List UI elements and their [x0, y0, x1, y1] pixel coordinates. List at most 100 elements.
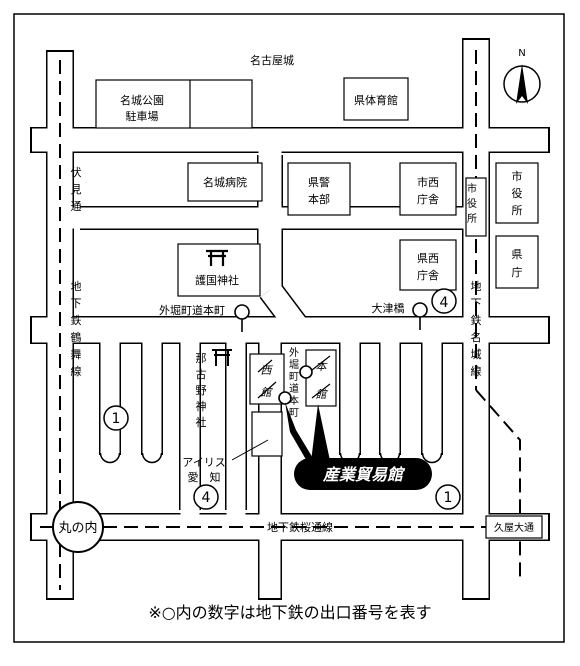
pin-otsubashi — [412, 302, 428, 318]
iris-block — [251, 411, 283, 457]
svg-text:見: 見 — [71, 183, 82, 196]
marunouchi-station — [52, 501, 104, 553]
label-shiyakusho-1: 市 — [467, 182, 477, 195]
compass-needle — [516, 64, 528, 104]
label-pref-office-2: 庁 — [512, 265, 523, 279]
label-pref-west-2: 庁舎 — [417, 268, 439, 282]
shrine-block — [177, 243, 261, 297]
svg-text:鉄: 鉄 — [71, 313, 82, 327]
label-naka-2: 館 — [261, 386, 274, 399]
label-pref-office-1: 県 — [512, 248, 523, 261]
exit-4a-label: 4 — [440, 295, 449, 311]
label-hisaya: 久屋大通 — [494, 521, 534, 534]
label-naka-1: 西 — [261, 364, 274, 377]
svg-text:野: 野 — [196, 384, 207, 397]
svg-text:城: 城 — [471, 348, 482, 361]
label-sakuradori: 地下鉄桜通線 — [267, 520, 333, 534]
shrine-icon-2 — [212, 349, 232, 366]
svg-text:鶴: 鶴 — [71, 330, 82, 344]
pref-office-block — [495, 235, 539, 289]
label-parking-2: 駐車場 — [126, 109, 159, 123]
exit-1b-label: 1 — [444, 490, 453, 506]
svg-text:下: 下 — [471, 297, 482, 310]
exit-1a-label: 1 — [112, 411, 121, 427]
left-road-label: 伏 見 通 — [71, 165, 82, 213]
svg-text:外: 外 — [289, 347, 299, 359]
svg-text:地: 地 — [471, 280, 482, 293]
label-nagoya-castle: 名古屋城 — [250, 53, 294, 67]
label-city-hall-2: 役 — [512, 186, 523, 200]
police-block — [287, 162, 351, 216]
svg-text:那: 那 — [196, 352, 207, 365]
naka-block — [249, 353, 285, 405]
label-city-hall-1: 市 — [512, 169, 523, 183]
label-iris-2: 愛 知 — [188, 470, 221, 484]
label-city-west-2: 庁舎 — [417, 192, 439, 206]
shrine-icon — [206, 249, 228, 266]
exit-4b-label: 4 — [202, 490, 211, 506]
label-police-2: 本部 — [308, 192, 330, 206]
label-hospital: 名城病院 — [203, 175, 247, 189]
map-caption: ※○内の数字は地下鉄の出口番号を表す — [148, 603, 431, 622]
station-pins — [234, 302, 428, 405]
nagono-shrine-label: 那 古 野 神 社 — [196, 352, 207, 429]
svg-text:通: 通 — [71, 200, 82, 213]
label-otsubashi-station: 大津橋 — [372, 301, 405, 315]
city-hall-block — [495, 162, 539, 224]
pin-vertical — [299, 365, 313, 379]
svg-text:名: 名 — [471, 330, 482, 344]
label-higashi-1: 本 — [316, 360, 329, 373]
svg-text:神: 神 — [196, 399, 207, 413]
svg-text:古: 古 — [196, 368, 207, 381]
pin-sotobori — [234, 304, 250, 320]
label-shiyakusho-3: 所 — [467, 213, 477, 225]
destination-label: 産業貿易館 — [322, 465, 406, 484]
right-subway-label: 地 下 鉄 名 城 線 — [471, 280, 482, 378]
gym-block — [343, 77, 409, 121]
svg-text:堀: 堀 — [289, 359, 299, 371]
svg-text:下: 下 — [71, 297, 82, 310]
svg-text:地: 地 — [71, 280, 82, 293]
svg-text:町: 町 — [289, 408, 299, 419]
pointer-shape-2 — [310, 404, 332, 470]
destination-badge — [294, 458, 432, 490]
label-pref-west-1: 県西 — [417, 252, 439, 265]
pref-west-block — [399, 239, 457, 291]
label-iris-1: アイリス — [182, 456, 225, 469]
svg-text:町: 町 — [289, 372, 299, 383]
exit-markers — [103, 288, 461, 510]
svg-text:社: 社 — [196, 415, 207, 429]
label-city-west-1: 市西 — [417, 175, 439, 189]
label-higashi-2: 館 — [316, 388, 329, 401]
label-gym: 県体育館 — [354, 93, 398, 107]
svg-text:線: 線 — [471, 364, 482, 378]
hatch-marks — [257, 355, 331, 399]
label-parking-1: 名城公園 — [120, 93, 164, 107]
label-city-hall-3: 所 — [512, 204, 523, 217]
hospital-block — [187, 162, 263, 202]
exit-1a — [103, 405, 129, 431]
leader-line — [231, 439, 269, 461]
parking-block — [95, 79, 253, 129]
left-subway-label: 地 下 鉄 鶴 舞 線 — [71, 280, 82, 378]
pin-destination — [278, 391, 292, 405]
svg-text:線: 線 — [71, 364, 82, 378]
label-sotobori-station: 外堀町道本町 — [159, 303, 225, 317]
label-shiyakusho-2: 役 — [467, 197, 477, 210]
svg-text:本: 本 — [289, 394, 299, 407]
svg-text:鉄: 鉄 — [471, 313, 482, 327]
label-shrine: 護国神社 — [195, 273, 239, 287]
label-police-1: 県警 — [308, 175, 330, 189]
exit-1b — [435, 484, 461, 510]
exit-4a — [431, 288, 457, 314]
exit-4b — [193, 484, 219, 510]
city-west-block — [399, 162, 457, 216]
hisaya-station-box — [485, 515, 543, 539]
label-marunouchi: 丸の内 — [58, 520, 97, 536]
vertical-station-label: 外 堀 町 道 本 町 — [289, 347, 299, 419]
svg-text:道: 道 — [289, 382, 299, 395]
compass-n-label: N — [518, 48, 525, 59]
svg-text:伏: 伏 — [71, 165, 82, 179]
